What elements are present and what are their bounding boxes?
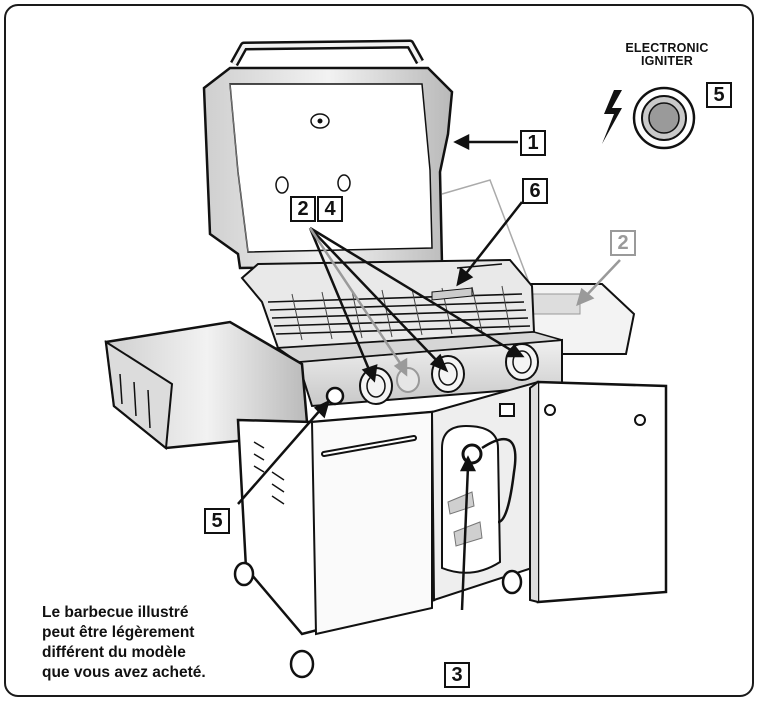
callout-side-burner: 2	[610, 230, 636, 256]
lightning-icon	[602, 90, 622, 144]
callout-ignition-button: 5	[204, 508, 230, 534]
callout-thermometer: 6	[522, 178, 548, 204]
note-line2: peut être légèrement	[42, 624, 195, 641]
igniter-label: ELECTRONIC IGNITER	[592, 42, 742, 68]
igniter-label-line2: IGNITER	[640, 54, 694, 68]
callout-burner-b: 4	[317, 196, 343, 222]
grill-illustration	[104, 39, 696, 679]
callout-igniter: 5	[706, 82, 732, 108]
note-line4: que vous avez acheté.	[42, 664, 206, 681]
callout-lid: 1	[520, 130, 546, 156]
disclaimer-note: Le barbecue illustré peut être légèremen…	[42, 603, 272, 683]
diagram-frame: ELECTRONIC IGNITER 5 1 6 2 4 2 5 3 Le ba…	[4, 4, 754, 697]
callout-burner-a: 2	[290, 196, 316, 222]
note-line3: différent du modèle	[42, 644, 186, 661]
igniter-label-line1: ELECTRONIC	[625, 41, 709, 55]
igniter-button-icon	[632, 86, 696, 150]
note-line1: Le barbecue illustré	[42, 604, 189, 621]
callout-lp-tank: 3	[444, 662, 470, 688]
